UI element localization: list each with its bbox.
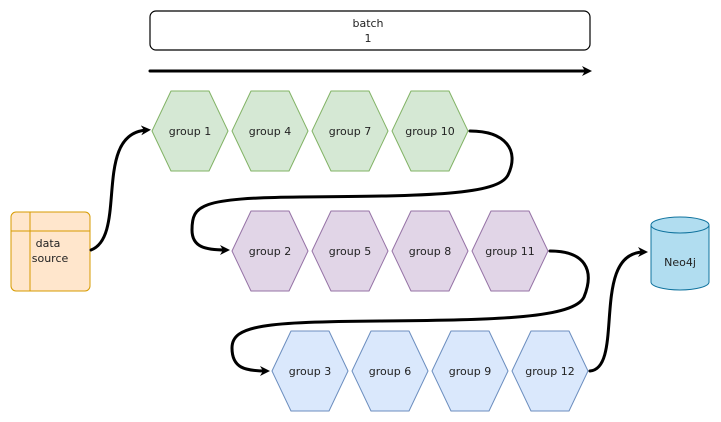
group-node[interactable]: group 5	[311, 210, 389, 292]
group-hexagon	[351, 330, 429, 412]
group-rows: group 1 group 4 group 7 group 10 group 2 grou…	[151, 90, 589, 412]
group-label: group 8	[409, 245, 451, 258]
group-hexagon	[151, 90, 229, 172]
group-label: group 3	[289, 365, 331, 378]
group-label: group 2	[249, 245, 291, 258]
group-hexagon	[431, 330, 509, 412]
data-source-label-line1: data	[36, 237, 61, 250]
neo4j-database-node[interactable]: Neo4j	[650, 216, 710, 291]
connector-row1-to-row2	[190, 129, 514, 255]
group-label: group 11	[485, 245, 534, 258]
group-node[interactable]: group 6	[351, 330, 429, 412]
group-hexagon	[511, 330, 589, 412]
group-hexagon	[391, 210, 469, 292]
connector-group-12-to-neo4j	[588, 247, 648, 373]
group-node[interactable]: group 2	[231, 210, 309, 292]
group-label: group 6	[369, 365, 411, 378]
group-node[interactable]: group 11	[471, 210, 549, 292]
group-hexagon	[231, 210, 309, 292]
group-hexagon	[471, 210, 549, 292]
group-label: group 7	[329, 125, 371, 138]
group-node[interactable]: group 10	[391, 90, 469, 172]
group-node[interactable]: group 9	[431, 330, 509, 412]
data-source-node[interactable]: data source	[10, 211, 91, 292]
group-node[interactable]: group 1	[151, 90, 229, 172]
batch-number: 1	[365, 32, 372, 45]
group-hexagon	[311, 90, 389, 172]
batch-title: batch	[352, 17, 383, 30]
group-node[interactable]: group 12	[511, 330, 589, 412]
neo4j-label: Neo4j	[664, 256, 696, 269]
group-node[interactable]: group 8	[391, 210, 469, 292]
group-label: group 12	[525, 365, 574, 378]
data-source-label-line2: source	[32, 252, 69, 265]
group-node[interactable]: group 4	[231, 90, 309, 172]
group-node[interactable]: group 3	[271, 330, 349, 412]
connector-source-to-group-1	[89, 125, 151, 252]
batch-box[interactable]: batch 1	[149, 10, 591, 51]
group-label: group 10	[405, 125, 454, 138]
group-hexagon	[231, 90, 309, 172]
group-label: group 9	[449, 365, 491, 378]
group-node[interactable]: group 7	[311, 90, 389, 172]
group-hexagon	[391, 90, 469, 172]
group-hexagon	[271, 330, 349, 412]
group-label: group 5	[329, 245, 371, 258]
group-hexagon	[311, 210, 389, 292]
group-label: group 1	[169, 125, 211, 138]
group-label: group 4	[249, 125, 291, 138]
connector-row2-to-row3	[230, 249, 590, 376]
